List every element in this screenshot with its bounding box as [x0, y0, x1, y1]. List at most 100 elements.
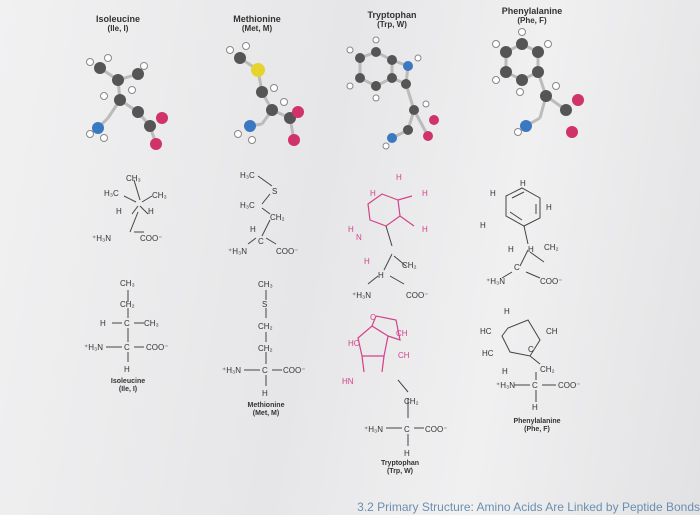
tryptophan-caption-abbr: (Trp, W)	[386, 468, 414, 475]
trp-fischer-c-top: C	[370, 313, 376, 322]
phe-fischer-ch: CH	[546, 327, 558, 336]
methionine-caption-name: Methionine	[247, 402, 285, 409]
trp-coo: COO⁻	[406, 291, 428, 300]
phe-fischer-h-lower: H	[502, 367, 508, 376]
met-fischer-ch2-b: CH₂	[258, 344, 273, 353]
ile-fischer-ch2: CH₂	[120, 300, 135, 309]
phe-h-lower-left: H	[508, 245, 514, 254]
ile-h3n: ⁺H₃N	[92, 234, 111, 243]
phe-fischer-hc-lower: HC	[482, 349, 494, 358]
ile-fischer-h-bottom: H	[124, 365, 130, 374]
ile-h3c: H₃C	[104, 189, 119, 198]
trp-h-right: H	[422, 225, 428, 234]
met-h: H	[250, 225, 256, 234]
phe-h-top: H	[520, 179, 526, 188]
tryptophan-caption-name: Tryptophan	[380, 460, 420, 467]
phe-fischer-h: H	[504, 307, 510, 316]
tryptophan-name: Tryptophan	[367, 10, 417, 20]
ile-h-right: H	[148, 207, 154, 216]
ile-fischer-coo: COO⁻	[146, 343, 168, 352]
isoleucine-title: Isoleucine (Ile, I)	[88, 14, 148, 34]
phe-c: C	[514, 263, 520, 272]
trp-fischer-ch-upper: CH	[396, 329, 408, 338]
trp-n: N	[356, 233, 362, 242]
isoleucine-caption-abbr: (Ile, I)	[118, 386, 138, 393]
met-coo: COO⁻	[276, 247, 298, 256]
phe-h-left: H	[480, 221, 486, 230]
phenylalanine-title: Phenylalanine (Phe, F)	[495, 6, 569, 26]
tryptophan-caption: Tryptophan (Trp, W)	[368, 460, 432, 476]
ile-fischer-h: H	[100, 319, 106, 328]
isoleucine-caption: Isoleucine (Ile, I)	[98, 378, 158, 394]
met-fischer-s: S	[262, 300, 267, 309]
tryptophan-title: Tryptophan (Trp, W)	[360, 10, 424, 30]
trp-fischer-c: C	[404, 425, 410, 434]
isoleucine-abbr: (Ile, I)	[107, 24, 129, 33]
phe-h-upper-left: H	[490, 189, 496, 198]
ile-ch3-right: CH₃	[152, 191, 167, 200]
phe-fischer-ch2: CH₂	[540, 365, 555, 374]
trp-h-alpha: H	[378, 271, 384, 280]
phe-fischer-h3n: ⁺H₃N	[496, 381, 515, 390]
ile-fischer-c-upper: C	[124, 319, 130, 328]
trp-fischer-h: H	[404, 449, 410, 458]
trp-hn: H	[348, 225, 354, 234]
ile-coo: COO⁻	[140, 234, 162, 243]
phe-fischer-c: C	[532, 381, 538, 390]
trp-fischer-hn: HN	[342, 377, 354, 386]
isoleucine-name: Isoleucine	[95, 14, 140, 24]
trp-h-upper-left: H	[370, 189, 376, 198]
met-fischer-h3n: ⁺H₃N	[222, 366, 241, 375]
met-fischer-ch3: CH₃	[258, 280, 273, 289]
phenylalanine-caption-name: Phenylalanine	[513, 418, 561, 425]
methionine-name: Methionine	[233, 14, 281, 24]
trp-fischer-hc: HC	[348, 339, 360, 348]
methionine-caption: Methionine (Met, M)	[234, 402, 298, 418]
ile-h-left: H	[116, 207, 122, 216]
phe-h-upper-right: H	[546, 203, 552, 212]
met-c: C	[258, 237, 264, 246]
section-heading-footer: 3.2 Primary Structure: Amino Acids Are L…	[357, 500, 700, 514]
methionine-caption-abbr: (Met, M)	[252, 410, 280, 417]
ile-fischer-ch3-top: CH₃	[120, 279, 135, 288]
ile-fischer-h3n: ⁺H₃N	[84, 343, 103, 352]
phenylalanine-abbr: (Phe, F)	[517, 16, 547, 25]
phenylalanine-caption-abbr: (Phe, F)	[524, 426, 550, 433]
met-fischer-coo: COO⁻	[283, 366, 305, 375]
met-ch2: CH₂	[270, 213, 285, 222]
phenylalanine-name: Phenylalanine	[501, 6, 563, 16]
phenylalanine-caption: Phenylalanine (Phe, F)	[500, 418, 574, 434]
phe-coo: COO⁻	[540, 277, 562, 286]
met-h3n: ⁺H₃N	[228, 247, 247, 256]
isoleucine-caption-name: Isoleucine	[110, 378, 146, 385]
met-s: S	[272, 187, 277, 196]
trp-fischer-coo: COO⁻	[425, 425, 447, 434]
methionine-abbr: (Met, M)	[241, 24, 273, 33]
phe-fischer-hc-upper: HC	[480, 327, 492, 336]
trp-fischer-ch-lower: CH	[398, 351, 410, 360]
phe-fischer-c-ring: C	[528, 345, 534, 354]
trp-fischer-ch2: CH₂	[404, 397, 419, 406]
phe-fischer-h-bottom: H	[532, 403, 538, 412]
phe-h-alpha: H	[528, 245, 534, 254]
ile-fischer-ch3-side: CH₃	[144, 319, 159, 328]
met-fischer-h: H	[262, 389, 268, 398]
ile-fischer-c-alpha: C	[124, 343, 130, 352]
phe-fischer-coo: COO⁻	[558, 381, 580, 390]
trp-ch2: CH₂	[402, 261, 417, 270]
met-h2c: H₃C	[240, 201, 255, 210]
trp-h-upper-right: H	[422, 189, 428, 198]
trp-h-top: H	[396, 173, 402, 182]
methionine-title: Methionine (Met, M)	[225, 14, 289, 34]
phe-h3n: ⁺H₃N	[486, 277, 505, 286]
met-fischer-c: C	[262, 366, 268, 375]
met-h3c: H₃C	[240, 171, 255, 180]
tryptophan-abbr: (Trp, W)	[377, 20, 407, 29]
